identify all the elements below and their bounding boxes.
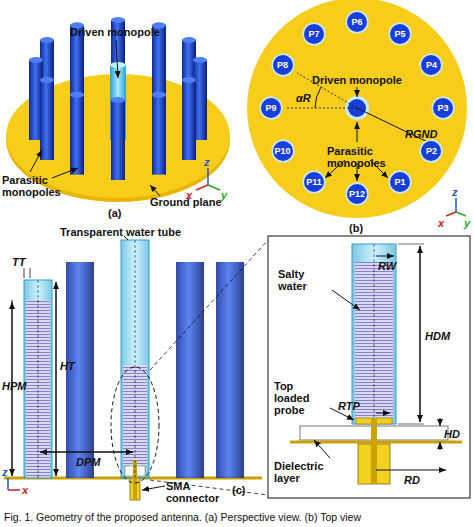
parasitic-monopole-circle: P5 [388, 22, 412, 46]
dimension-label: HDM [425, 330, 450, 342]
panel-label: (a) [108, 207, 121, 219]
axis-label: y [221, 189, 227, 201]
axis-label: x [22, 484, 28, 496]
part-label: Ground plane [150, 196, 222, 208]
parasitic-monopole-circle: P4 [419, 53, 443, 77]
monopole-top [40, 77, 54, 83]
monopole-id: P8 [271, 53, 295, 77]
part-label: Top loaded probe [274, 380, 330, 416]
monopole-id: P6 [345, 10, 369, 34]
figure-caption: Fig. 1. Geometry of the proposed antenna… [4, 511, 361, 523]
monopole-id: P9 [259, 96, 283, 120]
parasitic-monopole [152, 95, 166, 175]
part-label: Parasitic monopoles [2, 174, 62, 198]
parasitic-monopole-circle: P10 [271, 139, 295, 163]
part-label: Parasitic monopoles [327, 145, 397, 169]
parasitic-monopole [111, 100, 125, 180]
dimension-label: RW [378, 260, 396, 272]
monopole-top [110, 62, 126, 68]
monopole-id: P3 [431, 96, 455, 120]
monopole-top [111, 97, 125, 103]
monopole-id: P12 [345, 182, 369, 206]
monopole-top [152, 92, 166, 98]
dimension-label: αR [296, 92, 311, 104]
axis-label: x [438, 217, 444, 229]
part-label: Driven monopole [312, 74, 402, 86]
axis-label: y [464, 217, 470, 229]
monopole-top [182, 37, 196, 43]
parasitic-monopole-circle: P8 [271, 53, 295, 77]
parasitic-monopole [40, 80, 54, 160]
monopole-id: P4 [419, 53, 443, 77]
part-label: Driven monopole [70, 26, 160, 38]
dimension-label: HD [444, 428, 460, 440]
axis-label: x [186, 189, 192, 201]
axis-label: z [204, 156, 210, 168]
axis-label: z [452, 186, 458, 198]
parasitic-monopole-circle: P3 [431, 96, 455, 120]
monopole-top [111, 17, 125, 23]
parasitic-monopole-circle: P6 [345, 10, 369, 34]
monopole-id: P11 [302, 170, 326, 194]
parasitic-monopole-circle: P7 [302, 22, 326, 46]
part-label: Salty water [278, 268, 328, 292]
parasitic-monopole [182, 80, 196, 160]
dimension-label: HT [60, 360, 75, 372]
monopole-top [40, 37, 54, 43]
parasitic-monopole-circle: P9 [259, 96, 283, 120]
panel-label: (b) [349, 222, 363, 234]
parasitic-monopole-circle: P2 [419, 139, 443, 163]
dimension-label: RTP [338, 400, 360, 412]
parasitic-monopole-circle: P1 [388, 170, 412, 194]
dimension-label: TT [12, 256, 25, 268]
dimension-label: DPM [76, 456, 100, 468]
monopole-id: P5 [388, 22, 412, 46]
monopole-id: P1 [388, 170, 412, 194]
part-label: Transparent water tube [60, 226, 181, 238]
dimension-label: RD [404, 474, 420, 486]
monopole-id: P2 [419, 139, 443, 163]
dimension-label: RGND [405, 128, 437, 140]
part-label: SMA connector [166, 480, 226, 504]
monopole-id: P7 [302, 22, 326, 46]
monopole-top [193, 57, 207, 63]
part-label: Dielectric layer [274, 460, 334, 484]
parasitic-monopole-circle: P11 [302, 170, 326, 194]
monopole-top [29, 57, 43, 63]
axis-label: z [2, 466, 8, 478]
monopole-id: P10 [271, 139, 295, 163]
panel-label: (c) [232, 484, 245, 496]
monopole-top [70, 92, 84, 98]
monopole-top [182, 77, 196, 83]
parasitic-monopole [70, 95, 84, 175]
dimension-label: HPM [2, 380, 26, 392]
parasitic-monopole-circle: P12 [345, 182, 369, 206]
